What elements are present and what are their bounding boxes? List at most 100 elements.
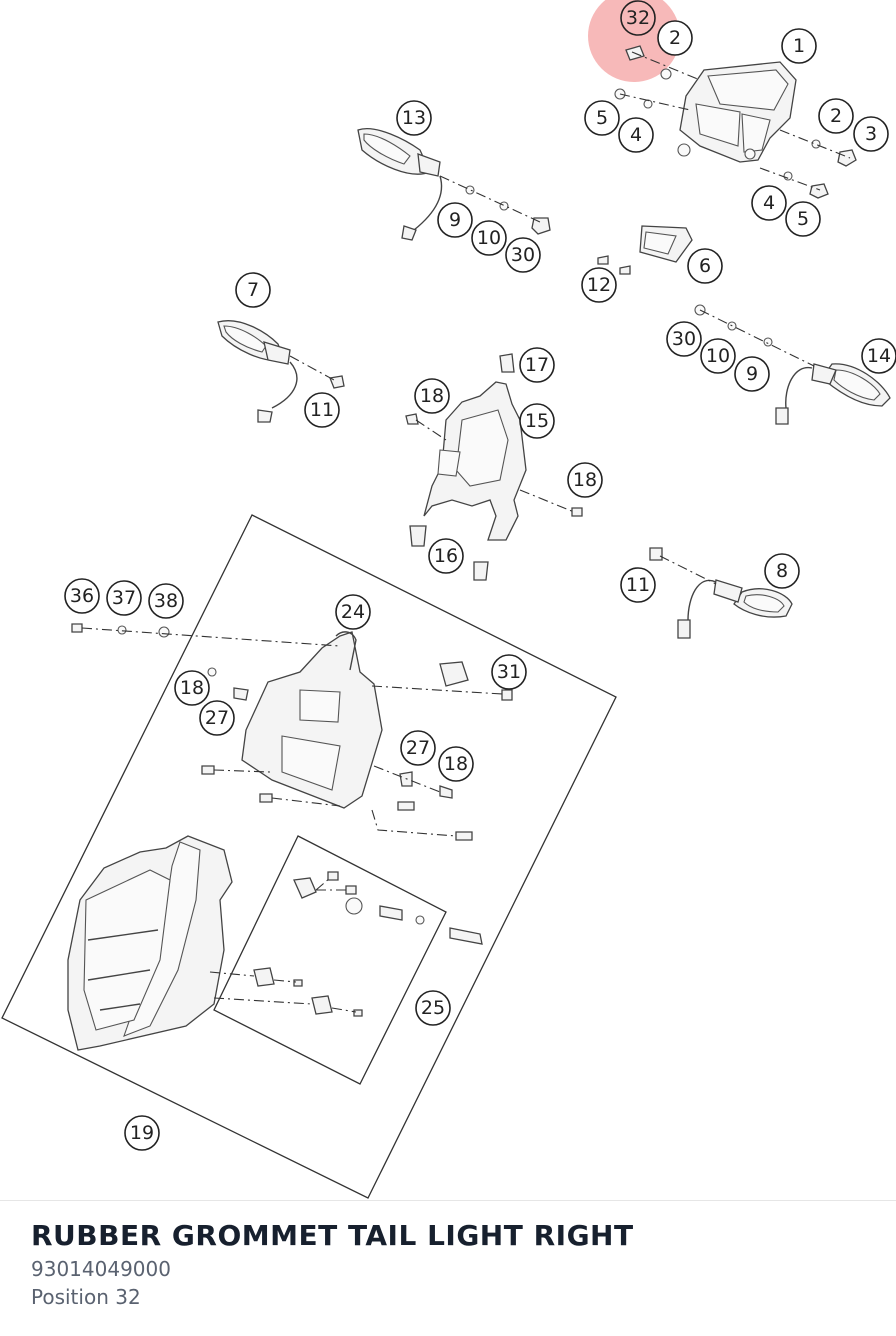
washer-part xyxy=(783,171,793,181)
callout-9[interactable]: 9 xyxy=(437,202,473,238)
rubber-part xyxy=(397,801,415,811)
callout-25[interactable]: 25 xyxy=(415,990,451,1026)
callout-18[interactable]: 18 xyxy=(414,378,450,414)
callout-label: 30 xyxy=(672,328,696,350)
dash-line xyxy=(209,877,357,1013)
callout-label: 5 xyxy=(596,107,608,129)
dash-line xyxy=(289,355,335,381)
clip-part xyxy=(439,661,469,687)
callout-5[interactable]: 5 xyxy=(584,100,620,136)
callout-18[interactable]: 18 xyxy=(567,462,603,498)
dash-line xyxy=(81,627,341,647)
callout-4[interactable]: 4 xyxy=(751,185,787,221)
callout-16[interactable]: 16 xyxy=(428,538,464,574)
callout-5[interactable]: 5 xyxy=(785,201,821,237)
callout-label: 13 xyxy=(402,107,426,129)
callout-10[interactable]: 10 xyxy=(471,220,507,256)
callout-19[interactable]: 19 xyxy=(124,1115,160,1151)
callout-4[interactable]: 4 xyxy=(618,117,654,153)
tail-light-part[interactable] xyxy=(677,61,797,163)
callout-2[interactable]: 2 xyxy=(657,20,693,56)
callout-38[interactable]: 38 xyxy=(148,583,184,619)
callout-14[interactable]: 14 xyxy=(861,338,896,374)
part-details-panel: RUBBER GROMMET TAIL LIGHT RIGHT 93014049… xyxy=(0,1200,896,1336)
callout-label: 11 xyxy=(310,399,334,421)
callout-label: 19 xyxy=(130,1122,154,1144)
screw-part xyxy=(405,413,419,425)
callout-label: 17 xyxy=(525,354,549,376)
screw-part xyxy=(619,265,631,275)
screw-part xyxy=(259,793,273,803)
headlight-mask-bracket-part[interactable] xyxy=(241,631,383,809)
callout-3[interactable]: 3 xyxy=(853,116,889,152)
washer-part xyxy=(158,626,170,638)
callout-24[interactable]: 24 xyxy=(335,594,371,630)
washer-part xyxy=(643,99,653,109)
license-plate-light-part[interactable] xyxy=(639,225,693,263)
callout-label: 18 xyxy=(180,677,204,699)
dash-line xyxy=(439,175,541,223)
callout-13[interactable]: 13 xyxy=(396,100,432,136)
callout-30[interactable]: 30 xyxy=(666,321,702,357)
callout-6[interactable]: 6 xyxy=(687,248,723,284)
callout-11[interactable]: 11 xyxy=(304,392,340,428)
callout-label: 36 xyxy=(70,585,94,607)
turn-signal-rear-right-part[interactable] xyxy=(677,579,793,639)
headlight-part[interactable] xyxy=(67,835,233,1051)
callout-31[interactable]: 31 xyxy=(491,654,527,690)
callout-7[interactable]: 7 xyxy=(235,272,271,308)
callout-label: 6 xyxy=(699,255,711,277)
nut-part[interactable] xyxy=(837,149,857,167)
turn-signal-front-left-part[interactable] xyxy=(357,128,443,241)
washer-part xyxy=(811,139,821,149)
callout-9[interactable]: 9 xyxy=(734,356,770,392)
callout-10[interactable]: 10 xyxy=(700,338,736,374)
part-position: Position 32 xyxy=(31,1285,141,1309)
screw-part xyxy=(597,255,609,265)
nut-part[interactable] xyxy=(809,183,829,199)
callout-27[interactable]: 27 xyxy=(199,700,235,736)
callout-15[interactable]: 15 xyxy=(519,403,555,439)
callout-label: 15 xyxy=(525,410,549,432)
callout-1[interactable]: 1 xyxy=(781,28,817,64)
callout-label: 10 xyxy=(706,345,730,367)
callout-32[interactable]: 32 xyxy=(620,0,656,36)
bulb-kit-part[interactable] xyxy=(253,871,483,1017)
callout-36[interactable]: 36 xyxy=(64,578,100,614)
callout-label: 27 xyxy=(205,707,229,729)
callout-18[interactable]: 18 xyxy=(438,746,474,782)
rubber-part xyxy=(499,353,515,373)
screw-part xyxy=(439,785,453,799)
callout-8[interactable]: 8 xyxy=(764,553,800,589)
part-title: RUBBER GROMMET TAIL LIGHT RIGHT xyxy=(31,1219,634,1252)
callout-27[interactable]: 27 xyxy=(400,730,436,766)
callout-2[interactable]: 2 xyxy=(818,98,854,134)
washer-part xyxy=(499,201,509,211)
callout-label: 8 xyxy=(776,560,788,582)
rubber-part xyxy=(409,525,427,547)
callout-17[interactable]: 17 xyxy=(519,347,555,383)
headlight-bulb-kit-frame xyxy=(213,835,447,1085)
turn-signal-rear-left-part[interactable] xyxy=(217,320,298,423)
callout-label: 9 xyxy=(746,363,758,385)
callout-37[interactable]: 37 xyxy=(106,580,142,616)
callout-12[interactable]: 12 xyxy=(581,267,617,303)
callout-label: 4 xyxy=(763,192,775,214)
callout-label: 2 xyxy=(830,105,842,127)
headlight-assembly-frame xyxy=(1,514,617,1199)
callout-label: 32 xyxy=(626,7,650,29)
screw-part xyxy=(71,623,83,633)
callout-label: 31 xyxy=(497,661,521,683)
callout-30[interactable]: 30 xyxy=(505,237,541,273)
callout-label: 18 xyxy=(444,753,468,775)
callout-label: 11 xyxy=(626,574,650,596)
part-number: 93014049000 xyxy=(31,1257,171,1281)
callout-label: 38 xyxy=(154,590,178,612)
callout-18[interactable]: 18 xyxy=(174,670,210,706)
nut-part xyxy=(531,217,551,235)
turn-signal-front-right-part[interactable] xyxy=(775,363,891,425)
callout-label: 7 xyxy=(247,279,259,301)
headlight-bracket-part[interactable] xyxy=(423,381,527,541)
callout-11[interactable]: 11 xyxy=(620,567,656,603)
